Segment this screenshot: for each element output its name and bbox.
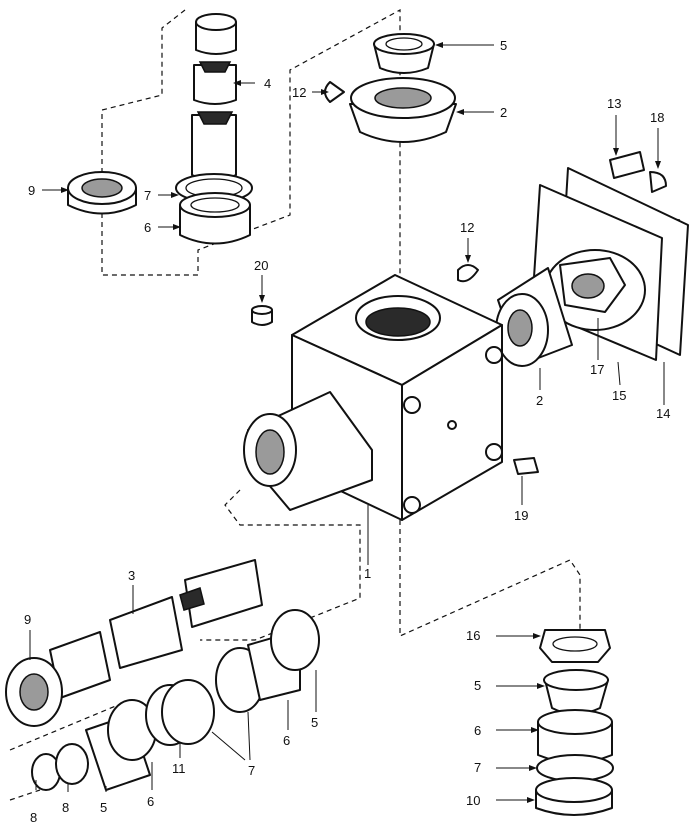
callout-8-b: 8 — [62, 800, 69, 815]
lower-right-stack — [535, 629, 614, 816]
lower-bearing-stack — [5, 609, 320, 791]
lower-shaft — [49, 559, 263, 699]
callout-6-left: 6 — [283, 733, 290, 748]
callout-6-right: 6 — [474, 723, 481, 738]
callout-9-top: 9 — [28, 183, 35, 198]
side-gear-and-key — [457, 264, 573, 367]
callout-labels: 4 12 5 2 9 7 6 13 18 12 20 2 17 15 14 19… — [24, 38, 670, 825]
callout-5-right: 5 — [474, 678, 481, 693]
callout-5-mid: 5 — [311, 715, 318, 730]
callout-1: 1 — [364, 566, 371, 581]
callout-20: 20 — [254, 258, 268, 273]
callout-leaders — [29, 42, 665, 803]
callout-17: 17 — [590, 362, 604, 377]
callout-12-top: 12 — [292, 85, 306, 100]
callout-18: 18 — [650, 110, 664, 125]
callout-7-left: 7 — [248, 763, 255, 778]
callout-6-top: 6 — [144, 220, 151, 235]
top-gear-and-bearing — [324, 33, 457, 143]
callout-10: 10 — [466, 793, 480, 808]
upper-washer — [67, 171, 137, 215]
upper-seal-and-bearing — [175, 173, 253, 245]
callout-5-top: 5 — [500, 38, 507, 53]
callout-12-right: 12 — [460, 220, 474, 235]
callout-2-top: 2 — [500, 105, 507, 120]
callout-5-left: 5 — [100, 800, 107, 815]
callout-19: 19 — [514, 508, 528, 523]
callout-14: 14 — [656, 406, 670, 421]
callout-7-top: 7 — [144, 188, 151, 203]
callout-15: 15 — [612, 388, 626, 403]
callout-2-right: 2 — [536, 393, 543, 408]
callout-6-mid: 6 — [147, 794, 154, 809]
callout-13: 13 — [607, 96, 621, 111]
callout-11: 11 — [172, 761, 186, 776]
flange-plate-assembly — [531, 151, 689, 361]
callout-4: 4 — [264, 76, 271, 91]
callout-3: 3 — [128, 568, 135, 583]
callout-9-left: 9 — [24, 612, 31, 627]
plug-and-fitting — [251, 305, 539, 475]
callout-7-right: 7 — [474, 760, 481, 775]
upper-shaft-assembly — [191, 13, 237, 181]
callout-16: 16 — [466, 628, 480, 643]
callout-8-a: 8 — [30, 810, 37, 825]
gearbox-housing — [243, 274, 503, 521]
